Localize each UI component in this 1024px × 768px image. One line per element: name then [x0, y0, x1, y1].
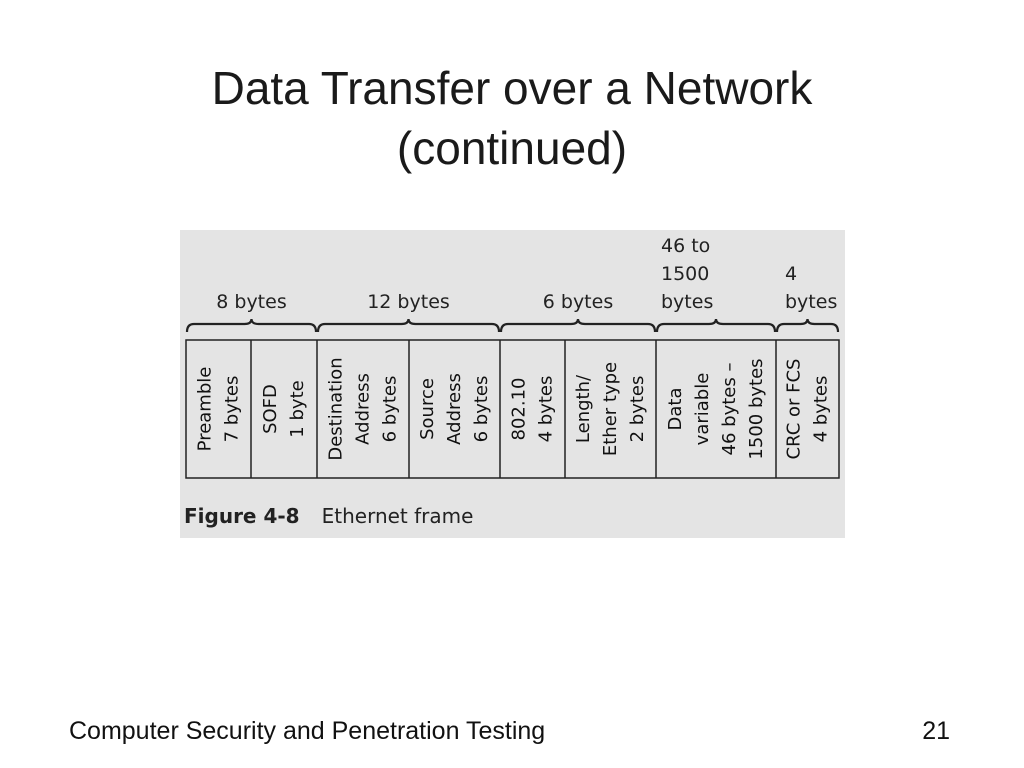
group-brace-1: [316, 318, 501, 333]
field-label-line: 6 bytes: [471, 376, 492, 443]
field-label-line: Address: [444, 373, 465, 445]
ethernet-frame-diagram: Preamble 7 bytes SOFD 1 byte Destination Addr…: [185, 235, 840, 479]
field-label-line: 46 bytes –: [719, 363, 740, 456]
field-label-line: Source: [417, 378, 438, 440]
field-1: SOFD 1 byte: [260, 380, 308, 437]
group-label-0: 8 bytes: [216, 291, 286, 313]
group-label-4: 4: [785, 263, 797, 285]
field-label-line: 7 bytes: [222, 376, 243, 443]
slide-title-line-1: Data Transfer over a Network: [211, 62, 813, 114]
group-label-3: 1500: [661, 263, 709, 285]
field-label-line: 4 bytes: [536, 376, 557, 443]
field-label-line: 2 bytes: [627, 376, 648, 443]
field-label-line: 802.10: [509, 378, 530, 441]
field-label-line: 6 bytes: [380, 376, 401, 443]
slide-title-line-2: (continued): [396, 122, 628, 174]
field-3: Source Address 6 bytes: [417, 373, 492, 445]
field-6: Data variable 46 bytes – 1500 bytes: [665, 358, 767, 459]
field-label-line: SOFD: [260, 384, 281, 434]
page-number: 21: [922, 717, 950, 745]
field-label-line: variable: [692, 373, 713, 446]
field-5: Length/Ether type 2 bytes: [573, 362, 648, 456]
field-0: Preamble 7 bytes: [195, 367, 243, 452]
field-label-line: Data: [665, 388, 686, 431]
figure-caption: Figure 4-8 Ethernet frame: [184, 504, 473, 528]
field-4: 802.10 4 bytes: [509, 376, 557, 443]
group-brace-4: [775, 318, 840, 333]
field-label-line: Length/: [573, 374, 594, 443]
field-label-line: CRC or FCS: [784, 359, 805, 460]
field-label-line: Destination: [326, 357, 347, 460]
frame-outline: [185, 339, 840, 479]
ethernet-frame-figure: Preamble 7 bytes SOFD 1 byte Destination Addr…: [180, 230, 845, 538]
slide-title: Data Transfer over a Network (continued): [0, 58, 1024, 178]
group-label-2: 6 bytes: [543, 291, 613, 313]
field-label-line: 4 bytes: [811, 376, 832, 443]
group-label-3: 46 to: [661, 235, 710, 257]
footer-course-title: Computer Security and Penetration Testin…: [69, 717, 546, 745]
field-label-line: 1 byte: [287, 380, 308, 437]
figure-number: Figure 4-8: [184, 504, 300, 528]
field-label-line: Preamble: [195, 367, 216, 452]
group-brace-3: [655, 318, 777, 333]
figure-caption-text: Ethernet frame: [321, 504, 474, 528]
group-brace-0: [185, 318, 318, 333]
field-label-line: Address: [353, 373, 374, 445]
group-label-3: bytes: [661, 291, 713, 313]
group-label-4: bytes: [785, 291, 837, 313]
field-7: CRC or FCS 4 bytes: [784, 359, 832, 460]
group-brace-2: [499, 318, 657, 333]
field-label-line: 1500 bytes: [746, 358, 767, 459]
field-2: Destination Address 6 bytes: [326, 357, 401, 460]
field-label-line: Ether type: [600, 362, 621, 456]
group-label-1: 12 bytes: [367, 291, 450, 313]
